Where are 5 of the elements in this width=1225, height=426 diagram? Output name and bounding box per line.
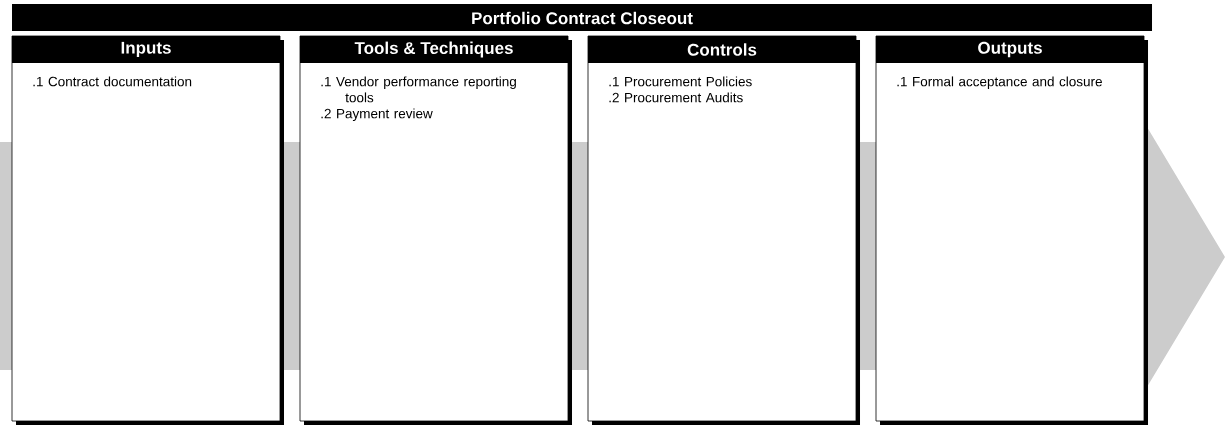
column-box: Outputs .1 Formal acceptance and closure	[875, 35, 1148, 425]
column-box: Controls .1 Procurement Policies .2 Procurement Audits	[587, 35, 860, 425]
title-bar: Portfolio Contract Closeout	[12, 4, 1152, 31]
column-box: Inputs .1 Contract documentation	[11, 35, 284, 425]
column-box: Tools & Techniques .1 Vendor performance reporting tools .2 Payment review	[299, 35, 572, 425]
